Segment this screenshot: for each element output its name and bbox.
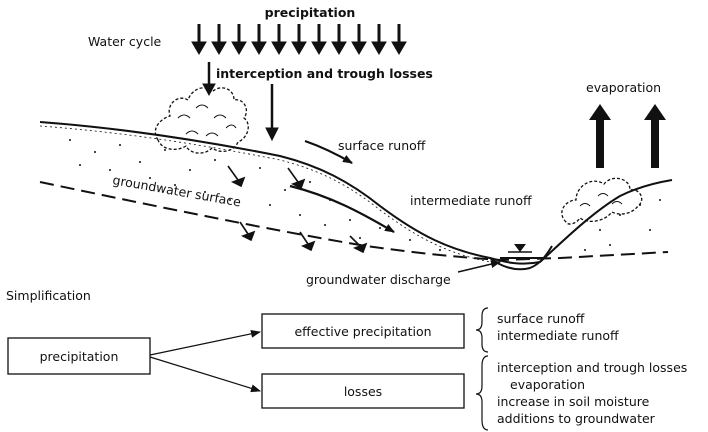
ground-surface (39, 121, 673, 265)
percolation-arrows (227, 165, 368, 254)
interception-arrows (202, 62, 279, 142)
effective-item: intermediate runoff (497, 328, 619, 343)
effective-item: surface runoff (497, 311, 585, 326)
evaporation-label: evaporation (586, 80, 661, 95)
rain-arrow-icon (251, 24, 267, 55)
loss-item: increase in soil moisture (497, 394, 650, 409)
groundwater-discharge-label: groundwater discharge (306, 272, 451, 287)
water-level-icon (514, 244, 526, 252)
bush-right-icon (561, 177, 643, 225)
surface-runoff-arrow (304, 139, 353, 164)
rain-arrow-icon (331, 24, 347, 55)
loss-item: evaporation (510, 377, 585, 392)
evaporation-arrow-icon (644, 104, 666, 168)
rain-arrow-icon (291, 24, 307, 55)
losses-brace (475, 355, 489, 431)
effective-brace (475, 307, 489, 353)
effective-precipitation-box (261, 313, 465, 349)
rain-arrow-icon (211, 24, 227, 55)
rain-arrow-icon (371, 24, 387, 55)
groundwater-surface-label: groundwater surface (111, 172, 242, 209)
intermediate-runoff-label: intermediate runoff (410, 193, 532, 208)
rain-arrow-icon (191, 24, 207, 55)
loss-item: interception and trough losses (497, 360, 687, 375)
rain-arrow-icon (311, 24, 327, 55)
rain-arrow-icon (391, 24, 407, 55)
arrow-to-losses (149, 356, 261, 393)
simplification-title: Simplification (6, 288, 91, 303)
water-cycle-label: Water cycle (88, 34, 162, 49)
groundwater-surface-line (39, 181, 669, 262)
effective-precipitation-label: effective precipitation (294, 324, 431, 339)
evaporation-arrow-icon (589, 104, 611, 168)
rain-arrow-icon (271, 24, 287, 55)
evaporation-arrows (589, 104, 666, 168)
rain-arrow-icon (231, 24, 247, 55)
surface-runoff-label: surface runoff (338, 138, 426, 153)
losses-box (261, 373, 465, 409)
interception-label: interception and trough losses (216, 66, 433, 81)
loss-item: additions to groundwater (497, 411, 656, 426)
arrow-to-effective (149, 329, 261, 356)
precipitation-box-label: precipitation (40, 349, 119, 364)
groundwater-discharge-arrow (457, 260, 501, 273)
tree-left-icon (154, 87, 249, 154)
intermediate-runoff-arrow (289, 184, 395, 233)
precipitation-arrows (191, 24, 407, 55)
soil-dots (69, 139, 661, 251)
losses-label: losses (344, 384, 382, 399)
precipitation-box (7, 337, 151, 375)
precipitation-heading: precipitation (265, 5, 356, 20)
rain-arrow-icon (351, 24, 367, 55)
